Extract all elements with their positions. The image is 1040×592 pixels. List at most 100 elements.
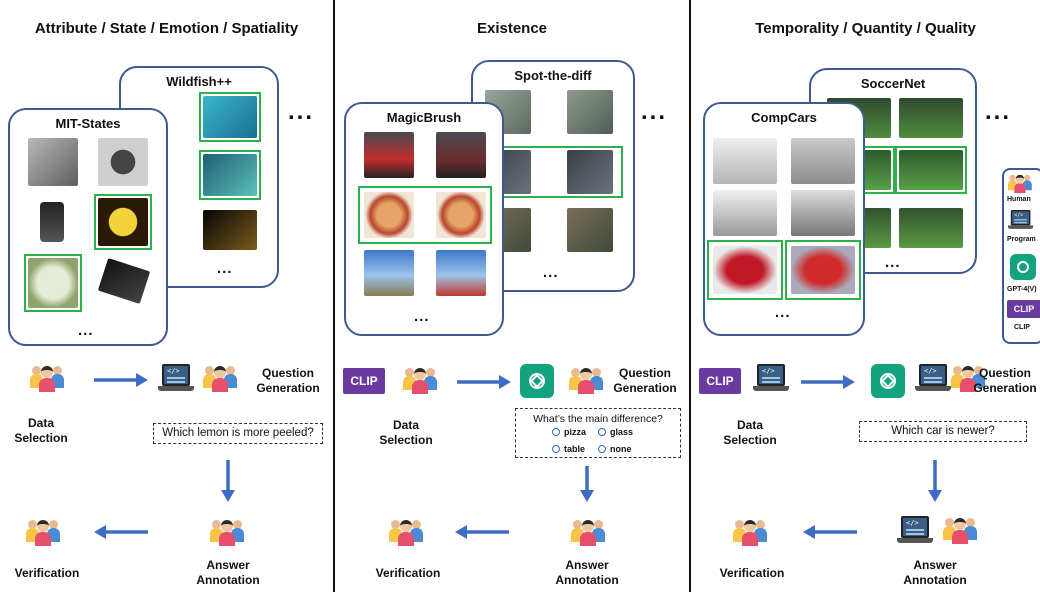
verification-label: Verification xyxy=(14,566,80,580)
highlight-box xyxy=(895,146,967,194)
image-thumbnail xyxy=(791,190,855,236)
clip-badge: CLIP xyxy=(343,368,385,394)
image-thumbnail xyxy=(713,190,777,236)
card-title: MIT-States xyxy=(55,116,121,131)
arrow-down-icon xyxy=(221,460,235,502)
image-thumbnail xyxy=(97,258,151,304)
image-thumbnail xyxy=(40,202,64,242)
arrow-down-icon xyxy=(928,460,942,502)
legend-clip-label: CLIP xyxy=(1014,324,1030,331)
card-title: SoccerNet xyxy=(860,76,926,91)
panel-title: Temporality / Quantity / Quality xyxy=(755,20,976,37)
clip-badge: CLIP xyxy=(699,368,741,394)
chatgpt-icon xyxy=(871,364,905,398)
panel-divider-2 xyxy=(689,0,691,592)
question-generation-label: Question Generation xyxy=(973,366,1037,395)
image-thumbnail xyxy=(899,150,963,190)
ellipsis: ... xyxy=(543,264,559,281)
arrow-right-icon xyxy=(801,375,855,389)
laptop-code-icon xyxy=(158,364,194,394)
arrow-left-icon xyxy=(455,525,509,539)
card-title: CompCars xyxy=(751,110,817,125)
arrow-left-icon xyxy=(94,525,148,539)
arrow-left-icon xyxy=(803,525,857,539)
dataset-card-mit-states: MIT-States ... xyxy=(8,108,168,346)
ellipsis: ... xyxy=(414,308,430,325)
image-thumbnail xyxy=(899,98,963,138)
answer-annotation-label: Answer Annotation xyxy=(196,558,260,587)
legend-program-label: Program xyxy=(1007,236,1036,243)
highlight-box xyxy=(199,92,261,142)
question-box: Which lemon is more peeled? xyxy=(153,423,323,444)
answer-annotation-label: Answer Annotation xyxy=(555,558,619,587)
arrow-right-icon xyxy=(457,375,511,389)
highlight-box xyxy=(358,186,492,244)
laptop-code-icon xyxy=(753,364,789,394)
question-box: What’s the main difference? pizza glass … xyxy=(515,408,681,458)
person-group-icon xyxy=(733,516,767,546)
more-datasets-ellipsis: ... xyxy=(641,98,668,125)
person-group-icon xyxy=(951,362,985,392)
panel-title: Existence xyxy=(476,20,548,37)
highlight-box xyxy=(785,240,861,300)
question-text: What’s the main difference? xyxy=(533,413,663,425)
person-group-icon xyxy=(210,516,244,546)
highlight-box xyxy=(94,194,152,250)
arrow-down-icon xyxy=(580,466,594,502)
panel-title: Attribute / State / Emotion / Spatiality xyxy=(34,20,299,37)
question-generation-label: Question Generation xyxy=(613,366,677,395)
verification-label: Verification xyxy=(375,566,441,580)
panel-existence: Existence Spot-the-diff ... ... MagicBru… xyxy=(335,0,689,592)
ellipsis: ... xyxy=(78,322,94,339)
laptop-code-icon xyxy=(1008,210,1034,231)
image-thumbnail xyxy=(28,138,78,186)
answer-option: pizza xyxy=(552,427,586,437)
card-title: Spot-the-diff xyxy=(514,68,592,83)
clip-badge: CLIP xyxy=(1007,300,1040,318)
person-group-icon xyxy=(571,516,605,546)
answer-option: none xyxy=(598,444,632,454)
arrow-right-icon xyxy=(94,373,148,387)
image-thumbnail xyxy=(713,138,777,184)
image-thumbnail xyxy=(98,198,148,246)
image-thumbnail xyxy=(203,154,257,196)
panel-divider-1 xyxy=(333,0,335,592)
answer-option: table xyxy=(552,444,585,454)
verification-label: Verification xyxy=(719,566,785,580)
person-group-icon xyxy=(30,362,64,392)
data-selection-label: Data Selection xyxy=(723,418,777,447)
image-thumbnail xyxy=(567,90,613,134)
image-thumbnail xyxy=(364,132,414,178)
highlight-box xyxy=(707,240,783,300)
chatgpt-icon xyxy=(520,364,554,398)
data-selection-label: Data Selection xyxy=(14,416,68,445)
image-thumbnail xyxy=(203,96,257,138)
image-thumbnail xyxy=(203,210,257,250)
image-thumbnail xyxy=(436,132,486,178)
image-thumbnail xyxy=(567,150,613,194)
answer-annotation-label: Answer Annotation xyxy=(903,558,967,587)
image-thumbnail xyxy=(713,246,777,294)
question-generation-label: Question Generation xyxy=(256,366,320,395)
question-box: Which car is newer? xyxy=(859,421,1027,442)
ellipsis: ... xyxy=(775,304,791,321)
image-thumbnail xyxy=(899,208,963,248)
card-title: MagicBrush xyxy=(386,110,462,125)
more-datasets-ellipsis: ... xyxy=(288,98,315,125)
image-thumbnail xyxy=(28,258,78,308)
image-thumbnail xyxy=(98,138,148,186)
card-title: Wildfish++ xyxy=(166,74,232,89)
person-group-icon xyxy=(203,362,237,392)
image-thumbnail xyxy=(567,208,613,252)
panel-temporality: Temporality / Quantity / Quality SoccerN… xyxy=(691,0,1040,592)
image-thumbnail xyxy=(436,192,486,238)
dataset-card-magicbrush: MagicBrush ... xyxy=(344,102,504,336)
chatgpt-icon xyxy=(1010,254,1036,280)
data-selection-label: Data Selection xyxy=(379,418,433,447)
person-group-icon xyxy=(389,516,423,546)
panel-attribute: Attribute / State / Emotion / Spatiality… xyxy=(0,0,333,592)
person-group-icon xyxy=(569,364,603,394)
image-thumbnail xyxy=(364,250,414,296)
ellipsis: ... xyxy=(885,254,901,271)
legend-panel: Human Program GPT-4(V) CLIP CLIP xyxy=(1002,168,1040,344)
